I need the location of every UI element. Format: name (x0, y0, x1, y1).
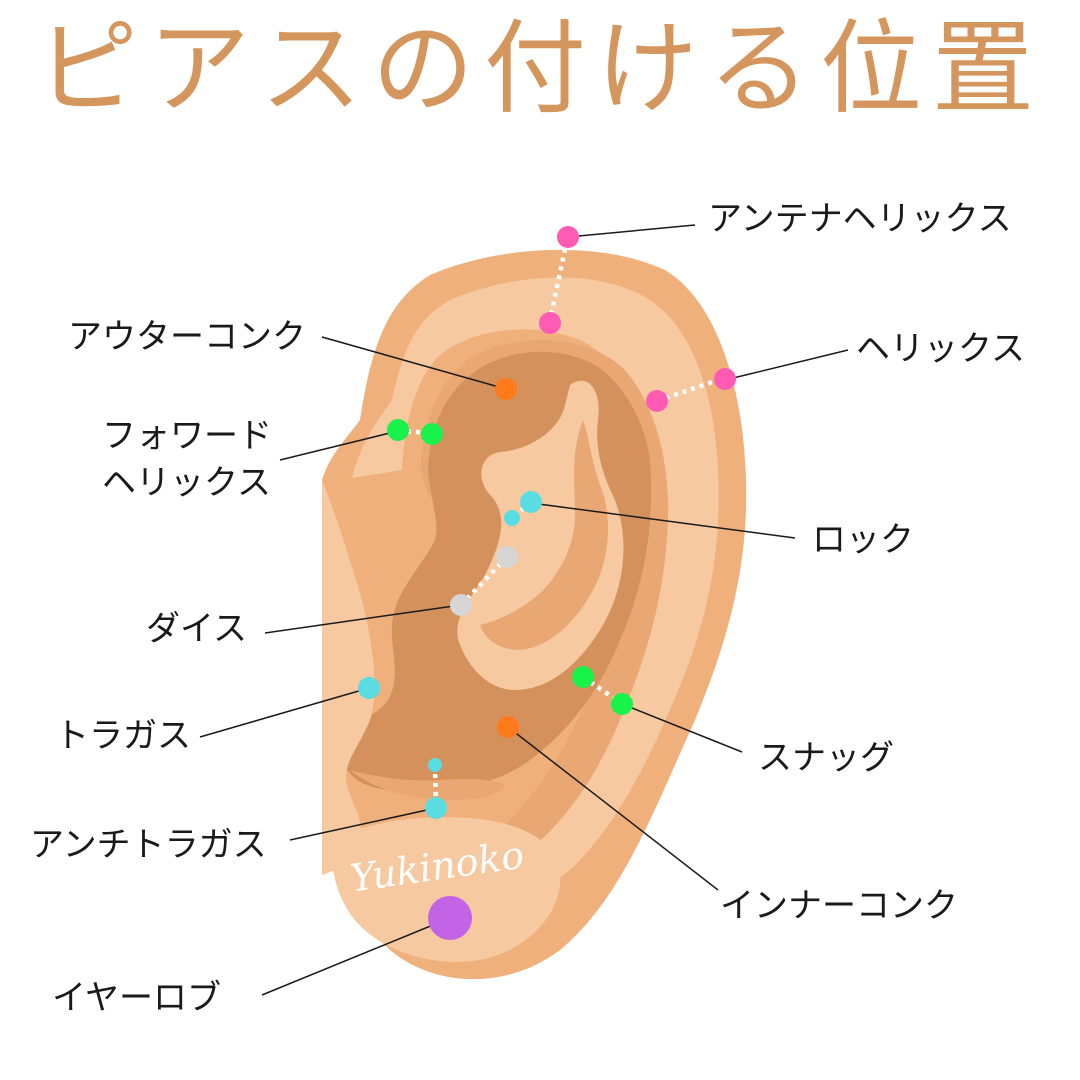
intertragic-notch (350, 770, 505, 800)
label-helix: ヘリックス (856, 329, 1025, 369)
antenna-helix-dot-top (557, 226, 579, 248)
tragus-dot (358, 677, 380, 699)
connector-daith (459, 555, 509, 607)
earlobe-area (331, 817, 561, 962)
helix-dot-left (646, 390, 668, 412)
piercing-dots (358, 226, 736, 940)
leader-lines (199, 224, 849, 996)
leader-earlobe (261, 917, 451, 996)
connector-helix (656, 375, 725, 404)
label-antitragus: アンチトラガス (30, 825, 267, 865)
helix-dot-right (714, 368, 736, 390)
leader-helix (724, 349, 849, 381)
rook-dot-top (520, 491, 542, 513)
tragus-area (322, 480, 375, 875)
leader-antitragus (289, 807, 437, 841)
leader-inner-conch (507, 726, 719, 891)
page-title: ピアスの付ける位置 (36, 10, 1044, 129)
label-inner-conch: インナーコンク (720, 886, 958, 926)
antihelix-inner (480, 420, 608, 650)
connector-antitragus (432, 764, 439, 807)
forward-helix-dot-right (421, 423, 443, 445)
outer-conch-dot (495, 378, 517, 400)
labels: アンテナヘリックス アウターコンク ヘリックス フォワード ヘリックス ロック … (30, 199, 1025, 1018)
label-rook: ロック (812, 520, 914, 560)
leader-snug (621, 703, 743, 753)
earlobe-dot (428, 896, 472, 940)
label-daith: ダイス (146, 609, 247, 649)
daith-dot-bottom (450, 594, 472, 616)
leader-rook (530, 502, 796, 539)
rook-dot-bottom (504, 510, 520, 526)
label-forward-helix-line1: フォワード (102, 416, 272, 456)
helix-inner-ridge (420, 339, 669, 850)
antitragus-dot-top (428, 758, 442, 772)
leader-antenna-helix (567, 224, 696, 238)
label-forward-helix-line2: ヘリックス (102, 463, 271, 503)
label-tragus: トラガス (55, 716, 191, 756)
label-earlobe: イヤーロブ (52, 978, 221, 1018)
antenna-helix-dot-bottom (539, 312, 561, 334)
daith-dot-top (496, 546, 518, 568)
ear-illustration (322, 249, 747, 980)
label-outer-conch: アウターコンク (68, 317, 306, 357)
antitragus-dot-bottom (425, 797, 447, 819)
snug-dot-bottom (611, 693, 633, 715)
helix-band (352, 277, 719, 889)
inner-conch-dot (497, 716, 519, 738)
leader-forward-helix (279, 430, 399, 461)
label-snug: スナッグ (758, 738, 894, 778)
forward-helix-dot-left (387, 419, 409, 441)
snug-dot-top (572, 666, 594, 688)
leader-outer-conch (321, 336, 507, 390)
leader-tragus (199, 687, 370, 738)
leader-daith (264, 604, 462, 634)
label-antenna-helix: アンテナヘリックス (708, 199, 1012, 239)
